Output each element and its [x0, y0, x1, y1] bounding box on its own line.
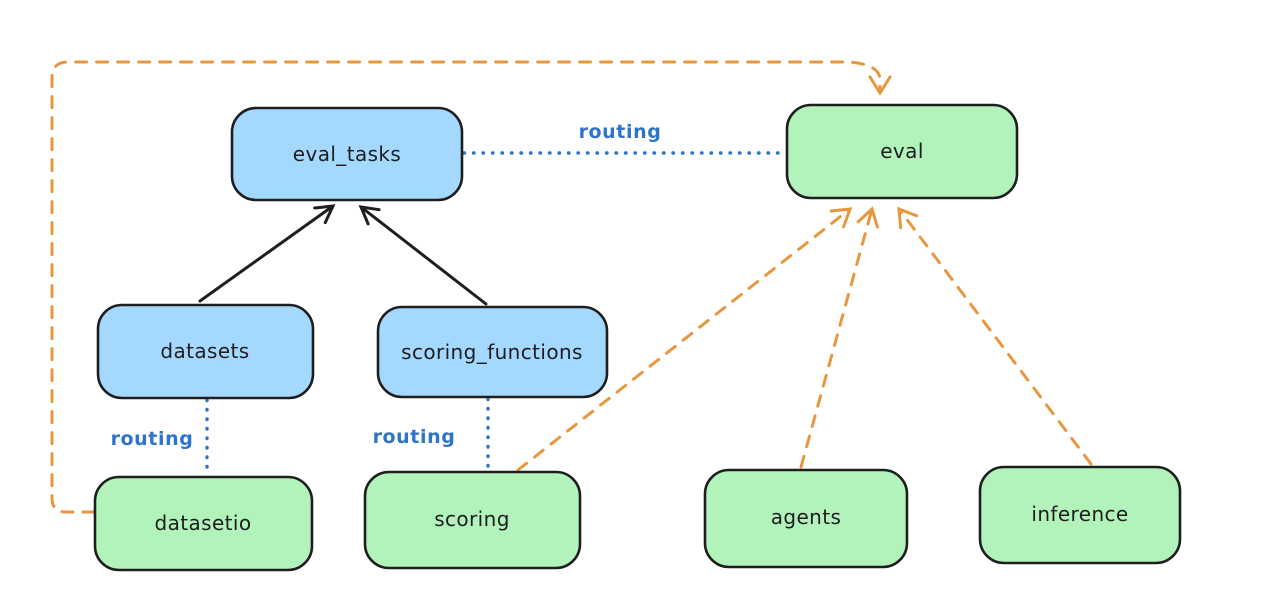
- node-scoring-functions-label: scoring_functions: [401, 340, 583, 364]
- node-inference-box: [978, 465, 1182, 565]
- routing-label-top: routing: [579, 121, 662, 143]
- edge-agents-to-eval-dashed: [799, 206, 879, 469]
- node-eval-tasks: eval_tasks: [230, 106, 464, 202]
- node-eval-label: eval: [880, 139, 924, 163]
- node-scoring: scoring: [363, 470, 582, 570]
- node-datasets: datasets: [96, 303, 315, 400]
- routing-label-datasets: routing: [111, 428, 194, 450]
- node-scoring-functions: scoring_functions: [376, 305, 609, 399]
- node-scoring-functions-box: [376, 305, 609, 399]
- node-eval-box: [785, 103, 1019, 200]
- node-inference-label: inference: [1031, 502, 1128, 526]
- node-scoring-label: scoring: [434, 507, 510, 531]
- edge-inference-to-eval-dashed: [897, 206, 1093, 466]
- node-eval-tasks-box: [230, 106, 464, 202]
- edge-datasets-to-eval-tasks: [198, 204, 336, 303]
- node-scoring-box: [363, 470, 582, 570]
- edge-datasetio-to-eval-dashed: [50, 60, 892, 514]
- edge-scoring-functions-to-eval-tasks: [358, 205, 488, 306]
- edge-scoring-to-eval-dashed: [516, 207, 853, 472]
- routing-label-scoring: routing: [373, 426, 456, 448]
- node-datasetio-box: [93, 475, 314, 572]
- node-agents: agents: [703, 468, 909, 569]
- node-datasets-label: datasets: [160, 339, 249, 363]
- node-agents-box: [703, 468, 909, 569]
- node-datasets-box: [96, 303, 315, 400]
- node-eval-tasks-label: eval_tasks: [293, 142, 401, 166]
- node-datasetio: datasetio: [93, 475, 314, 572]
- node-eval: eval: [785, 103, 1019, 200]
- node-datasetio-label: datasetio: [154, 511, 251, 535]
- node-agents-label: agents: [771, 505, 842, 529]
- node-inference: inference: [978, 465, 1182, 565]
